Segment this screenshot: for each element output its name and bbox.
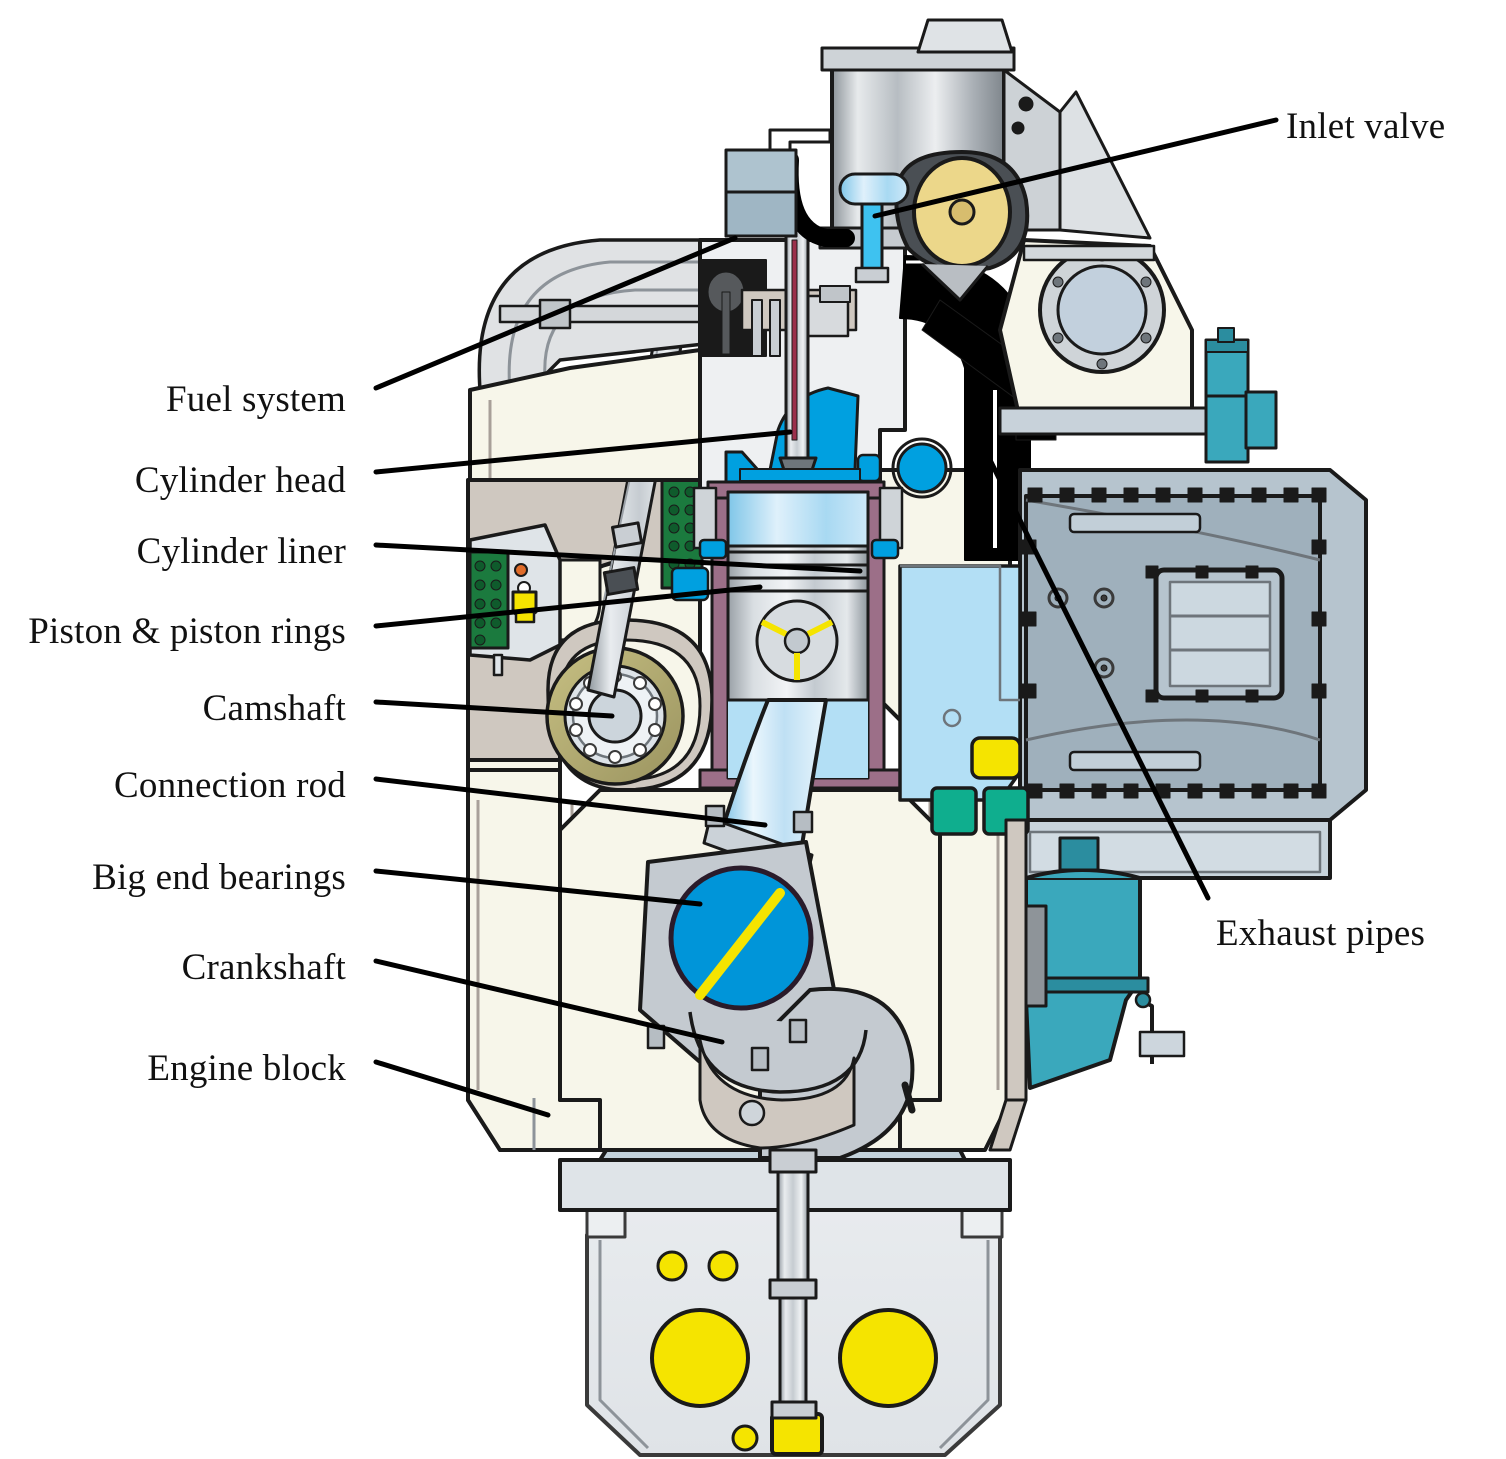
label-cylinder-liner: Cylinder liner bbox=[136, 531, 346, 572]
piston-rings bbox=[728, 550, 868, 593]
leader-fuel-system bbox=[373, 235, 738, 391]
inlet-valve-disc bbox=[894, 150, 1030, 302]
sump-port-small-right bbox=[707, 1250, 739, 1282]
right-support-column bbox=[988, 818, 1028, 1152]
sump-drain-plug bbox=[770, 1412, 824, 1456]
leader-exhaust-pipes bbox=[987, 457, 1211, 901]
leader-cylinder-liner bbox=[373, 542, 863, 574]
sump-port-large-left bbox=[650, 1308, 750, 1408]
label-crankshaft: Crankshaft bbox=[181, 947, 346, 988]
scavenge-port-yellow bbox=[970, 736, 1022, 780]
sump-port-large-right bbox=[838, 1308, 938, 1408]
label-big-end-bearings: Big end bearings bbox=[92, 857, 346, 898]
turbocharger bbox=[818, 18, 1152, 250]
leader-connection-rod bbox=[373, 776, 768, 828]
crankshaft-journal bbox=[668, 865, 814, 1011]
sump-port-small-left bbox=[656, 1250, 688, 1282]
valve-actuator-housing bbox=[998, 238, 1232, 436]
cooler-port-green-1 bbox=[930, 786, 978, 836]
leader-engine-block bbox=[373, 1059, 551, 1118]
air-cooler-box bbox=[1018, 468, 1368, 880]
leader-inlet-valve bbox=[872, 117, 1279, 219]
leader-piston-rings bbox=[373, 584, 763, 629]
valve-gear-linkage bbox=[724, 128, 910, 284]
cooling-port bbox=[896, 442, 948, 494]
label-fuel-system: Fuel system bbox=[165, 379, 346, 420]
label-connection-rod: Connection rod bbox=[114, 765, 346, 806]
lube-oil-tank bbox=[1018, 836, 1154, 1090]
fuel-pump bbox=[468, 523, 562, 677]
sump-port-tiny bbox=[731, 1424, 759, 1452]
label-piston-piston-rings: Piston & piston rings bbox=[28, 611, 346, 652]
label-inlet-valve: Inlet valve bbox=[1286, 106, 1446, 147]
engine-assembly bbox=[466, 18, 1368, 1457]
cylinder-liner bbox=[670, 480, 904, 790]
leader-cylinder-head bbox=[373, 429, 793, 475]
crankshaft-output-shaft bbox=[768, 1148, 818, 1420]
leader-camshaft bbox=[373, 699, 615, 719]
label-exhaust-pipes: Exhaust pipes bbox=[1216, 913, 1426, 954]
label-cylinder-head: Cylinder head bbox=[134, 460, 346, 501]
leader-crankshaft bbox=[373, 958, 725, 1045]
label-engine-block: Engine block bbox=[147, 1048, 346, 1089]
leader-lines bbox=[373, 117, 1279, 1118]
label-camshaft: Camshaft bbox=[202, 688, 346, 729]
teal-actuator bbox=[1204, 327, 1278, 464]
scavenge-air-space bbox=[898, 564, 1030, 836]
lower-right-panel bbox=[1138, 1030, 1186, 1058]
leader-big-end-bearings bbox=[373, 868, 703, 907]
